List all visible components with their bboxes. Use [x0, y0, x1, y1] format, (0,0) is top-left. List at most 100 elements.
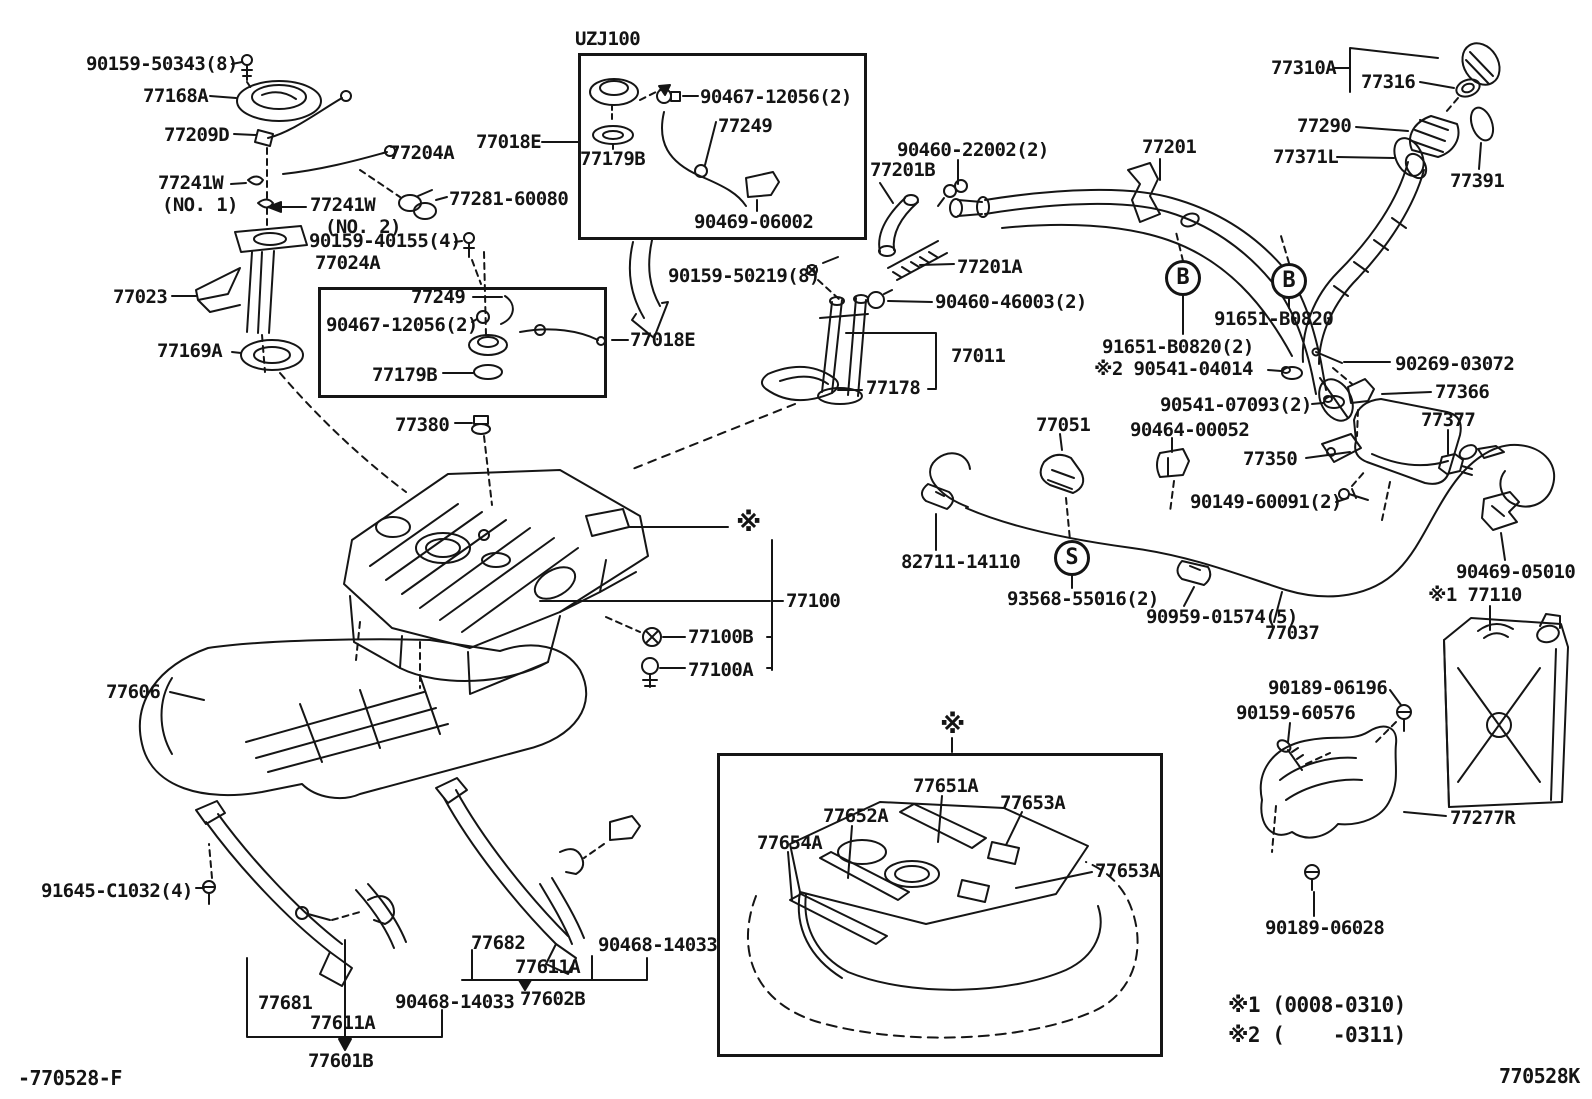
callout-s: S [1054, 540, 1090, 576]
part-label-77602B: 77602B [520, 988, 586, 1010]
part-label-77371L: 77371L [1273, 146, 1339, 168]
part-label-77290: 77290 [1297, 115, 1352, 137]
part-label-90159-40155: 90159-40155(4) [309, 230, 461, 252]
part-label-77653A-1: 77653A [1000, 792, 1066, 814]
part-label-77277R: 77277R [1450, 807, 1516, 829]
part-label-uzj100: UZJ100 [575, 28, 641, 50]
part-label-77249-b: 77249 [411, 286, 466, 308]
part-label-77100A: 77100A [688, 659, 754, 681]
part-label-77316: 77316 [1361, 71, 1416, 93]
right-column-art [1259, 491, 1569, 917]
part-label-77241W-2: 77241W [310, 194, 376, 216]
part-label-90467-12056-b: 90467-12056(2) [326, 314, 478, 336]
part-label-77179B-b: 77179B [372, 364, 438, 386]
part-label-77204A: 77204A [389, 142, 455, 164]
part-label-90959-01574: 90959-01574(5) [1146, 606, 1298, 628]
part-label-90469-05010: 90469-05010 [1456, 561, 1576, 583]
part-label-77024A: 77024A [315, 252, 381, 274]
main-tank-art [138, 469, 784, 800]
part-label-90159-60576: 90159-60576 [1236, 702, 1356, 724]
part-label-77179B-a: 77179B [580, 148, 646, 170]
part-label-77023: 77023 [113, 286, 168, 308]
part-label-77110: ※1 77110 [1428, 584, 1522, 606]
part-label-77391: 77391 [1450, 170, 1505, 192]
part-label-77201: 77201 [1142, 136, 1197, 158]
part-label-90189-06196: 90189-06196 [1268, 677, 1388, 699]
part-label-90469-06002: 90469-06002 [694, 211, 814, 233]
part-label-77350: 77350 [1243, 448, 1298, 470]
part-label-77366: 77366 [1435, 381, 1490, 403]
part-label-77611A-1: 77611A [310, 1012, 376, 1034]
part-label-77281-60080: 77281-60080 [449, 188, 569, 210]
part-label-77249-a: 77249 [718, 115, 773, 137]
diagram-code-bottom-right: 770528K [1499, 1064, 1580, 1088]
diagram-code-bottom-left: -770528-F [18, 1066, 122, 1090]
part-label-ref-main-tank: ※ [736, 508, 762, 538]
pump-module-art [171, 54, 482, 493]
uzj100-box [578, 53, 867, 240]
fuel-cap-art [1333, 42, 1501, 177]
filler-subassembly-art [629, 159, 968, 471]
part-label-77681: 77681 [258, 992, 313, 1014]
part-label-90468-14033-1: 90468-14033 [395, 991, 515, 1013]
part-label-ref-sub-tank: ※ [940, 710, 966, 740]
part-label-90541-04014: ※2 90541-04014 [1094, 358, 1253, 380]
part-label-77241W-1-no: (NO. 1) [162, 194, 238, 216]
part-label-77018E-2: 77018E [630, 329, 696, 351]
part-label-91651-B0820-2: 91651-B0820(2) [1102, 336, 1254, 358]
part-label-90159-50219: 90159-50219(8) [668, 265, 820, 287]
pump-inset-art [442, 251, 629, 380]
part-label-90467-12056-a: 90467-12056(2) [700, 86, 852, 108]
part-label-93568-55016: 93568-55016(2) [1007, 588, 1159, 610]
part-label-77018E-1: 77018E [476, 131, 542, 153]
part-label-77100B: 77100B [688, 626, 754, 648]
part-label-77651A: 77651A [913, 775, 979, 797]
part-label-77310A: 77310A [1271, 57, 1337, 79]
part-label-77611A-2: 77611A [515, 956, 581, 978]
part-label-77682: 77682 [471, 932, 526, 954]
part-label-77201B: 77201B [870, 159, 936, 181]
part-label-90159-50343: 90159-50343(8) [86, 53, 238, 75]
part-label-77011: 77011 [951, 345, 1006, 367]
part-label-90464-00052: 90464-00052 [1130, 419, 1250, 441]
part-label-90460-46003: 90460-46003(2) [935, 291, 1087, 313]
tank-straps-art [195, 777, 648, 1051]
part-label-77037: 77037 [1265, 622, 1320, 644]
pump-parts-box [318, 287, 607, 398]
part-label-90468-14033-2: 90468-14033 [598, 934, 718, 956]
part-label-77209D: 77209D [164, 124, 230, 146]
part-label-91651-B0820: 91651-B0820 [1214, 308, 1334, 330]
grommet-art [454, 415, 493, 506]
part-label-90541-07093: 90541-07093(2) [1160, 394, 1312, 416]
sub-tank-art [747, 737, 1139, 1039]
part-label-90189-06028: 90189-06028 [1265, 917, 1385, 939]
part-label-77169A: 77169A [157, 340, 223, 362]
part-label-77601B: 77601B [308, 1050, 374, 1072]
part-label-90149-60091: 90149-60091(2) [1190, 491, 1342, 513]
part-label-77606: 77606 [106, 681, 161, 703]
footnote-2: ※2 ( -0311) [1228, 1023, 1406, 1047]
uzj100-inset-art [589, 78, 780, 212]
part-label-90460-22002: 90460-22002(2) [897, 139, 1049, 161]
transfer-arrow-art [628, 239, 669, 339]
callout-b-right: B [1271, 263, 1307, 299]
part-label-90269-03072: 90269-03072 [1395, 353, 1515, 375]
fuel-door-art [921, 347, 1556, 623]
sub-tank-box [717, 753, 1163, 1057]
part-label-77380: 77380 [395, 414, 450, 436]
part-label-77377: 77377 [1421, 409, 1476, 431]
part-label-77654A: 77654A [757, 832, 823, 854]
footnote-1: ※1 (0008-0310) [1228, 993, 1406, 1017]
part-label-77652A: 77652A [823, 805, 889, 827]
part-label-77241W-2-no: (NO. 2) [325, 216, 401, 238]
part-label-77201A: 77201A [957, 256, 1023, 278]
callout-b-left: B [1165, 260, 1201, 296]
part-label-77653A-2: 77653A [1095, 860, 1161, 882]
part-label-91645-C1032: 91645-C1032(4) [41, 880, 193, 902]
part-label-77168A: 77168A [143, 85, 209, 107]
part-label-77100: 77100 [786, 590, 841, 612]
part-label-77051: 77051 [1036, 414, 1091, 436]
part-label-77178: 77178 [866, 377, 921, 399]
